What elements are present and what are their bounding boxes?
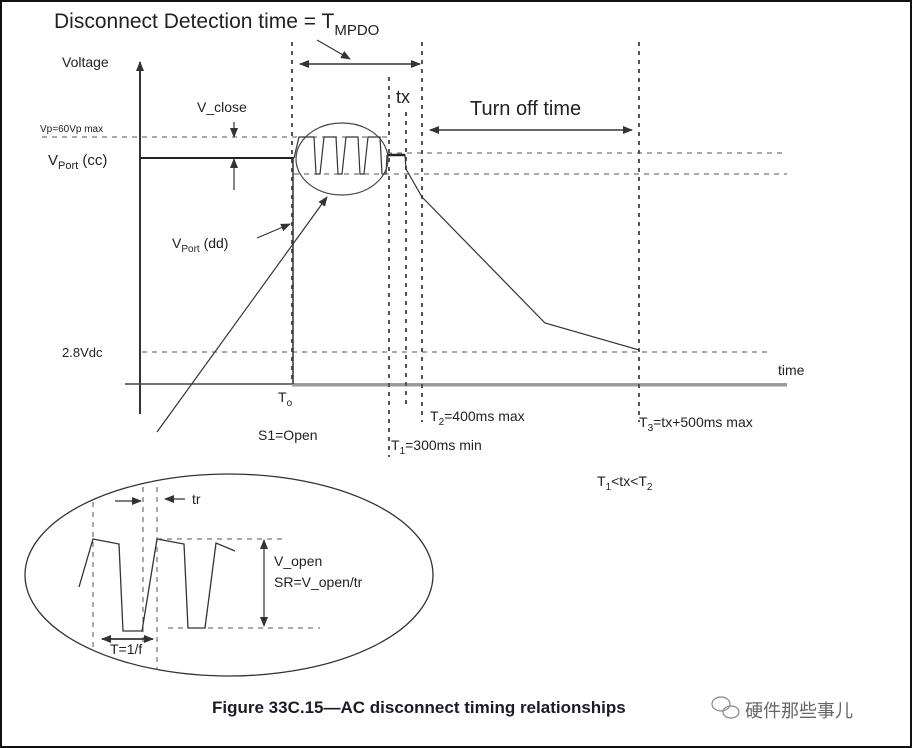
watermark: 硬件那些事儿 xyxy=(745,701,853,722)
tx-label: tx xyxy=(396,87,410,107)
t2-label: T2=400ms max xyxy=(430,408,525,428)
2-8vdc-label: 2.8Vdc xyxy=(62,345,103,360)
vp-max-label: Vp=60Vp max xyxy=(40,124,103,135)
inset-pointer-arrow xyxy=(156,196,328,433)
t0-label: To xyxy=(278,389,293,409)
inset-waveform xyxy=(78,538,236,632)
vport-dd-label: VPort (dd) xyxy=(172,235,228,255)
voltage-axis-label: Voltage xyxy=(62,54,109,70)
vport-cc-label: VPort (cc) xyxy=(48,152,107,172)
turn-off-time-label: Turn off time xyxy=(470,98,581,120)
wechat-icon xyxy=(711,696,740,719)
inset-ellipse xyxy=(24,473,434,677)
tr-label: tr xyxy=(192,491,201,507)
t1-label: T1=300ms min xyxy=(391,437,482,457)
tmpdo-pointer-arrow xyxy=(316,39,351,60)
zoom-circle xyxy=(295,122,389,196)
t3-label: T3=tx+500ms max xyxy=(639,414,753,434)
vport-dd-arrow xyxy=(256,223,291,239)
slew-rate-label: SR=V_open/tr xyxy=(274,574,363,590)
time-axis-label: time xyxy=(778,362,805,378)
figure-caption: Figure 33C.15—AC disconnect timing relat… xyxy=(212,698,626,717)
v-open-label: V_open xyxy=(274,553,322,569)
period-label: T=1/f xyxy=(110,641,142,657)
decay-waveform xyxy=(387,154,640,351)
s1-open-label: S1=Open xyxy=(258,427,318,443)
ac-oscillation xyxy=(293,136,388,175)
v-close-label: V_close xyxy=(197,99,247,115)
diagram-title: Disconnect Detection time = TMPDO xyxy=(54,10,379,39)
tx-relation-label: T1<tx<T2 xyxy=(597,473,653,493)
